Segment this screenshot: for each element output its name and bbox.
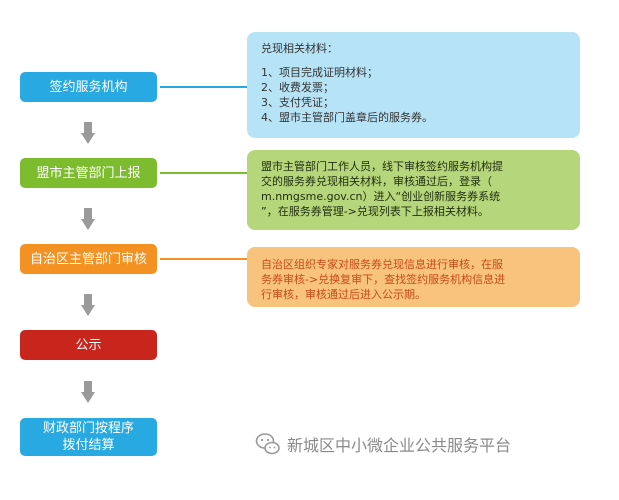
- note-region-review: 自治区组织专家对服务券兑现信息进行审核，在服 务券审核->兑换复审下，查找签约服…: [247, 247, 580, 307]
- step-label: 公示: [75, 337, 102, 353]
- down-arrow-icon: [81, 294, 95, 316]
- footer-text: 新城区中小微企业公共服务平台: [287, 436, 512, 455]
- note-materials-item: 4、盟市主管部门盖章后的服务券。: [261, 111, 433, 124]
- down-arrow-icon: [81, 208, 95, 230]
- connector-line-green: [160, 172, 248, 174]
- connector-line-blue: [160, 86, 248, 88]
- step-league-city-report: 盟市主管部门上报: [20, 158, 157, 188]
- step-label: 自治区主管部门审核: [29, 251, 147, 267]
- note-materials-item: 1、项目完成证明材料；: [261, 66, 378, 79]
- note-city-line: ”，在服务券管理->兑现列表下上报相关材料。: [261, 205, 489, 218]
- step-label: 盟市主管部门上报: [36, 165, 141, 181]
- step-region-review: 自治区主管部门审核: [20, 244, 157, 274]
- connector-line-orange: [160, 258, 248, 260]
- note-region-line: 自治区组织专家对服务券兑现信息进行审核，在服: [261, 258, 503, 271]
- note-city-review: 盟市主管部门工作人员，线下审核签约服务机构提 交的服务券兑现相关材料，审核通过后…: [247, 150, 580, 230]
- step-finance-payment: 财政部门按程序拨付结算: [20, 418, 157, 456]
- down-arrow-icon: [81, 381, 95, 403]
- note-region-line: 务券审核->兑换复审下，查找签约服务机构信息进: [261, 273, 506, 286]
- note-materials-item: 3、支付凭证；: [261, 96, 334, 109]
- note-city-line: 交的服务券兑现相关材料，审核通过后，登录（: [261, 175, 492, 188]
- note-materials-title: 兑现相关材料：: [261, 42, 338, 55]
- note-materials: 兑现相关材料： 1、项目完成证明材料； 2、收费发票； 3、支付凭证； 4、盟市…: [247, 32, 580, 138]
- step-publicity: 公示: [20, 330, 157, 360]
- note-region-line: 行审核，审核通过后进入公示期。: [261, 288, 426, 301]
- step-label: 签约服务机构: [49, 79, 128, 95]
- note-city-line: m.nmgsme.gov.cn）进入“创业创新服务券系统: [261, 190, 501, 203]
- note-city-line: 盟市主管部门工作人员，线下审核签约服务机构提: [261, 160, 503, 173]
- note-materials-item: 2、收费发票；: [261, 81, 334, 94]
- down-arrow-icon: [81, 122, 95, 144]
- step-label: 财政部门按程序拨付结算: [42, 421, 134, 453]
- footer-watermark: 新城区中小微企业公共服务平台: [255, 431, 511, 457]
- step-sign-service-agency: 签约服务机构: [20, 72, 157, 102]
- wechat-icon: [255, 433, 280, 455]
